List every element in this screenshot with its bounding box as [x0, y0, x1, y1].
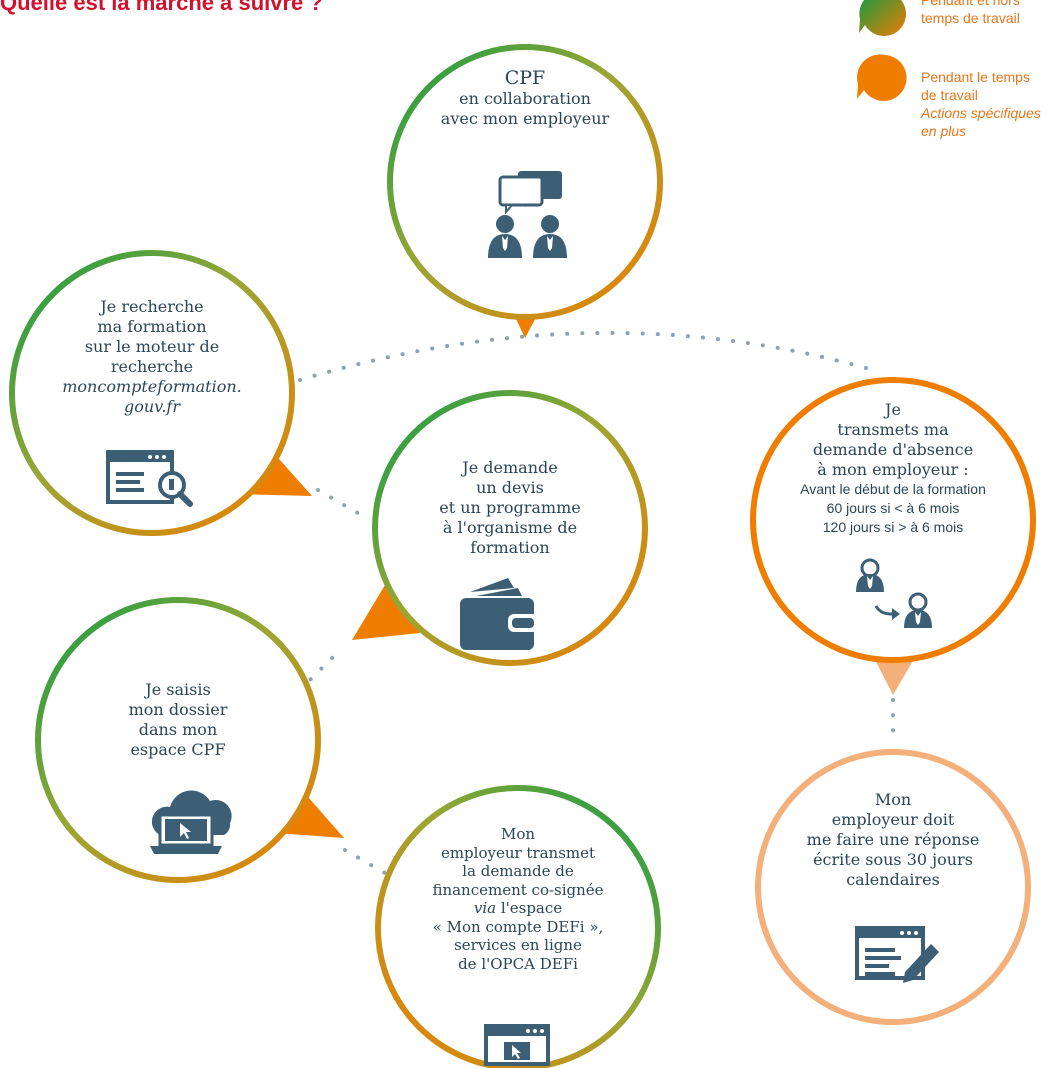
- node-dossier-text: Je saisis mon dossier dans mon espace CP…: [88, 680, 268, 760]
- legend-note-line: Actions spécifiques: [921, 105, 1041, 121]
- dialogue-people-icon: [488, 171, 567, 258]
- legend-item-orange: Pendant le temps de travail Actions spéc…: [921, 68, 1041, 140]
- browser-cursor-icon: [484, 1024, 550, 1066]
- node-line: avec mon employeur: [440, 109, 610, 128]
- bubble-devis: [352, 390, 648, 666]
- node-reponse-text: Mon employeur doit me faire une réponse …: [773, 790, 1013, 890]
- node-line: recherche: [110, 357, 194, 376]
- bubble-dossier: [35, 597, 344, 883]
- node-line: me faire une réponse: [806, 830, 980, 849]
- node-line: calendaires: [846, 870, 940, 889]
- node-recherche-text: Je recherche ma formation sur le moteur …: [42, 297, 262, 417]
- node-line: Mon: [500, 825, 536, 843]
- node-line: transmets ma: [837, 420, 949, 439]
- web-search-icon: [106, 450, 193, 507]
- node-line: Je recherche: [100, 297, 204, 316]
- node-line: formation: [470, 538, 550, 557]
- node-line: ma formation: [97, 317, 207, 336]
- node-line: Je demande: [462, 458, 558, 477]
- node-line: financement co-signée: [432, 880, 604, 899]
- wallet-icon: [460, 578, 538, 650]
- dotted-connectors: [298, 330, 895, 875]
- bubble-absence: [750, 377, 1036, 695]
- node-line: demande d'absence: [812, 440, 974, 459]
- node-line: services en ligne: [454, 936, 582, 954]
- node-line: « Mon compte DEFi »,: [432, 917, 604, 936]
- node-line: employeur doit: [831, 810, 955, 829]
- bubble-recherche: [9, 250, 312, 536]
- via-rest: l'espace: [496, 899, 563, 917]
- node-cpf-text: CPF en collaboration avec mon employeur: [425, 67, 625, 129]
- document-pen-icon: [855, 926, 939, 983]
- node-line: Je saisis: [145, 680, 211, 699]
- node-absence-text: Je transmets ma demande d'absence à mon …: [758, 400, 1028, 537]
- node-line: à mon employeur :: [817, 460, 969, 479]
- node-line: CPF: [504, 67, 546, 89]
- node-line: la demande de: [462, 862, 574, 880]
- node-line: en collaboration: [459, 89, 591, 108]
- legend-label-line: temps de travail: [921, 10, 1020, 26]
- node-line: Avant le début de la formation: [800, 481, 986, 497]
- legend-note-line: en plus: [921, 123, 967, 139]
- bubble-reponse: [755, 749, 1031, 1025]
- node-devis-text: Je demande un devis et un programme à l'…: [410, 458, 610, 558]
- node-line: dans mon: [138, 720, 218, 739]
- node-line: espace CPF: [130, 740, 226, 759]
- node-line: employeur transmet: [440, 843, 596, 862]
- node-line: Je: [885, 400, 901, 419]
- node-line-via: via l'espace: [393, 899, 643, 918]
- page-title: Quelle est la marche à suivre ?: [0, 0, 323, 15]
- node-line: de l'OPCA DEFi: [458, 954, 578, 973]
- legend-label-line: Pendant le temps: [921, 69, 1030, 85]
- node-line: et un programme: [439, 498, 581, 517]
- via-word: via: [473, 899, 497, 917]
- legend-marker-orange: [857, 54, 907, 101]
- node-line: un devis: [476, 478, 544, 497]
- person-transfer-icon: [856, 558, 932, 628]
- cloud-laptop-icon: [150, 790, 232, 854]
- node-line: gouv.fr: [124, 397, 180, 416]
- legend-label-line: Pendant et hors: [921, 0, 1020, 8]
- node-line: écrite sous 30 jours: [813, 850, 973, 869]
- node-line: sur le moteur de: [84, 337, 220, 356]
- node-line: 120 jours si > à 6 mois: [822, 519, 964, 535]
- node-line: moncompteformation.: [62, 377, 242, 396]
- node-financement-text: Mon employeur transmet la demande de fin…: [393, 825, 643, 973]
- bubble-financement: [375, 785, 661, 1068]
- node-line: 60 jours si < à 6 mois: [826, 500, 960, 516]
- legend-label-line: de travail: [921, 87, 978, 103]
- node-line: mon dossier: [128, 700, 228, 719]
- legend-item-gradient: Pendant et hors temps de travail: [921, 0, 1020, 27]
- node-line: à l'organisme de: [442, 518, 578, 537]
- legend-marker-gradient: [859, 0, 907, 36]
- node-line: Mon: [874, 790, 912, 809]
